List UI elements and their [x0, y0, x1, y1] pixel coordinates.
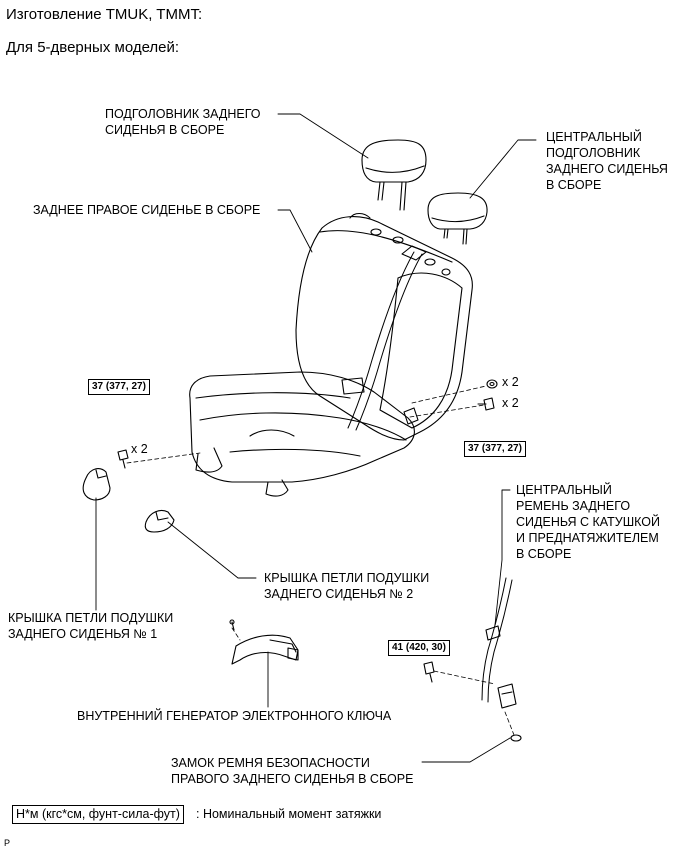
torque-box-left: 37 (377, 27) — [88, 379, 150, 395]
label-hinge-cover-2-line2: ЗАДНЕГО СИДЕНЬЯ № 2 — [264, 587, 414, 601]
center-headrest-part — [427, 192, 488, 245]
label-center-belt-line2: РЕМЕНЬ ЗАДНЕГО — [516, 499, 631, 513]
label-buckle-line1: ЗАМОК РЕМНЯ БЕЗОПАСНОСТИ — [171, 756, 370, 770]
label-center-belt-line3: СИДЕНЬЯ С КАТУШКОЙ — [516, 515, 661, 529]
seat-back-part — [295, 212, 473, 441]
label-buckle-line2: ПРАВОГО ЗАДНЕГО СИДЕНЬЯ В СБОРЕ — [171, 772, 414, 786]
label-hinge-cover-1-line1: КРЫШКА ПЕТЛИ ПОДУШКИ — [8, 611, 174, 625]
multiplier-left: x 2 — [131, 442, 148, 456]
label-center-belt-line1: ЦЕНТРАЛЬНЫЙ — [516, 483, 612, 497]
label-center-belt-line5: В СБОРЕ — [516, 547, 572, 561]
hinge-cover-2-part — [144, 509, 175, 533]
dash-buckle-clip — [504, 711, 515, 736]
label-center-headrest-line1: ЦЕНТРАЛЬНЫЙ — [546, 130, 642, 144]
dash-generator-clip — [231, 627, 241, 641]
left-bolt-part — [117, 449, 129, 469]
label-rear-seat: ЗАДНЕЕ ПРАВОЕ СИДЕНЬЕ В СБОРЕ — [33, 203, 261, 217]
dash-left-bolt — [126, 452, 201, 464]
dash-right-bolt — [409, 404, 485, 418]
label-headrest-line2: СИДЕНЬЯ В СБОРЕ — [105, 123, 225, 137]
center-belt-part — [481, 577, 522, 742]
header-title: Изготовление TMUK, TMMT: — [6, 6, 203, 23]
label-headrest-line1: ПОДГОЛОВНИК ЗАДНЕГО — [105, 107, 261, 121]
label-center-belt-line4: И ПРЕДНАТЯЖИТЕЛЕМ — [516, 531, 659, 545]
key-generator-part — [229, 619, 299, 665]
label-hinge-cover-1-line2: ЗАДНЕГО СИДЕНЬЯ № 1 — [8, 627, 158, 641]
leader-rear-seat — [277, 209, 313, 253]
belt-bolt-part — [423, 661, 435, 683]
footer-mark: P — [4, 838, 11, 848]
dash-right-washer — [411, 385, 487, 404]
multiplier-right-bottom: x 2 — [502, 396, 519, 410]
label-center-headrest-line2: ПОДГОЛОВНИК — [546, 146, 641, 160]
header-subtitle: Для 5-дверных моделей: — [6, 39, 180, 56]
dash-belt-bolt — [433, 670, 496, 685]
leader-headrest — [277, 113, 369, 159]
legend-unit-box: Н*м (кгс*см, фунт-сила-фут) — [12, 805, 184, 824]
leader-center-belt — [494, 489, 511, 626]
headrest-part — [361, 139, 427, 211]
multiplier-right-top: x 2 — [502, 375, 519, 389]
right-fasteners-part — [477, 379, 498, 411]
label-hinge-cover-2-line1: КРЫШКА ПЕТЛИ ПОДУШКИ — [264, 571, 430, 585]
label-key-generator: ВНУТРЕННИЙ ГЕНЕРАТОР ЭЛЕКТРОННОГО КЛЮЧА — [77, 709, 392, 723]
legend-description: : Номинальный момент затяжки — [196, 807, 382, 821]
torque-box-right: 37 (377, 27) — [464, 441, 526, 457]
torque-box-belt: 41 (420, 30) — [388, 640, 450, 656]
dashed-axes — [126, 385, 515, 736]
leader-center-headrest — [469, 139, 537, 199]
leader-hinge-cover-2 — [167, 521, 257, 579]
label-center-headrest-line4: В СБОРЕ — [546, 178, 602, 192]
label-center-headrest-line3: ЗАДНЕГО СИДЕНЬЯ — [546, 162, 668, 176]
leader-buckle — [421, 737, 511, 763]
leader-lines — [95, 113, 537, 763]
seat-cushion-part — [189, 371, 415, 497]
hinge-cover-1-part — [82, 468, 111, 501]
